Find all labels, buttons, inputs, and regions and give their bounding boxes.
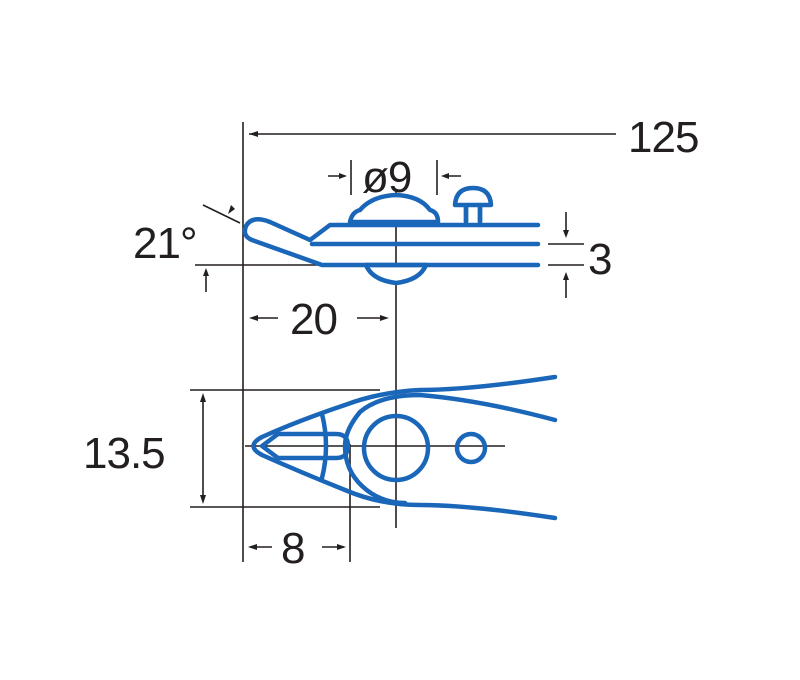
reference-lines [190,122,505,562]
thickness-dimension: 3 [548,212,612,298]
head-width-dimension: 13.5 [83,393,206,504]
overall-length-dimension: 125 [249,113,699,162]
tool-side-view [242,185,541,286]
jaw-length-dimension: 8 [248,524,346,573]
top-inner-contour [342,392,558,506]
head-width-label: 13.5 [83,429,165,478]
pivot-distance-dimension: 20 [249,295,389,344]
top-head-outline [251,374,558,521]
side-jaw-outline [242,217,541,268]
head-angle-dimension: 21° [133,204,241,292]
head-angle-label: 21° [133,219,197,268]
jaw-slot [259,431,351,461]
pivot-cap-bottom [363,262,429,286]
pivot-circle [361,413,431,483]
thickness-label: 3 [588,235,611,284]
jaw-length-label: 8 [281,524,304,573]
overall-length-label: 125 [628,113,698,162]
spring-circle [454,431,488,465]
pivot-cap-top [347,192,441,225]
pivot-distance-label: 20 [290,295,337,344]
spring-button [452,185,494,222]
tool-top-view [251,374,558,521]
